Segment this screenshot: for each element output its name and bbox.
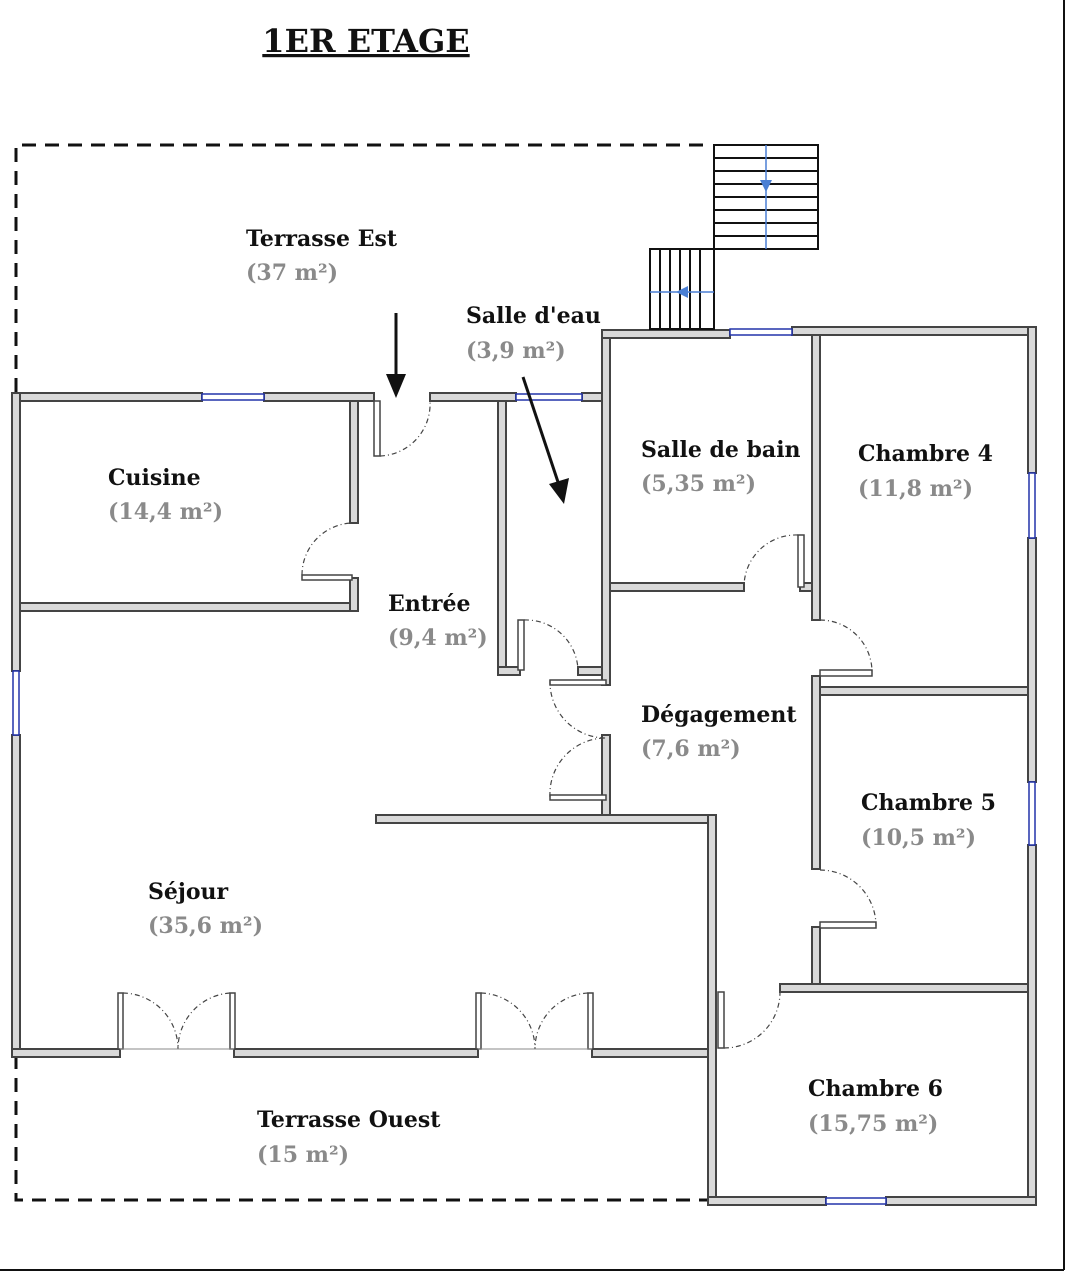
room-labels: Terrasse Est (37 m²) Salle d'eau (3,9 m²…: [108, 226, 996, 1168]
entrance-arrow-icon: [386, 374, 406, 398]
room-area-salle-bain: (5,35 m²): [641, 471, 756, 497]
page-title: 1ER ETAGE: [262, 22, 469, 60]
room-area-sejour: (35,6 m²): [148, 913, 263, 939]
room-area-chambre-5: (10,5 m²): [861, 825, 976, 851]
room-area-cuisine: (14,4 m²): [108, 499, 223, 525]
room-name-entree: Entrée: [388, 591, 471, 617]
doors: [117, 400, 877, 1050]
room-name-chambre-4: Chambre 4: [858, 441, 993, 467]
room-name-chambre-5: Chambre 5: [861, 790, 996, 816]
room-name-terrasse-ouest: Terrasse Ouest: [257, 1107, 441, 1133]
room-name-terrasse-est: Terrasse Est: [246, 226, 398, 252]
room-area-chambre-4: (11,8 m²): [858, 476, 973, 502]
room-name-salle-eau: Salle d'eau: [466, 303, 601, 329]
stair-left-arrow-icon: [676, 286, 688, 298]
room-name-sejour: Séjour: [148, 879, 229, 905]
stair-down-arrow-icon: [760, 180, 772, 192]
room-name-salle-bain: Salle de bain: [641, 437, 801, 463]
salle-eau-arrow-icon: [549, 478, 569, 504]
terrace-outline: [14, 143, 712, 1202]
room-name-cuisine: Cuisine: [108, 465, 201, 491]
annotation-arrows: [386, 313, 569, 504]
room-area-terrasse-ouest: (15 m²): [257, 1142, 349, 1168]
staircase: [649, 144, 819, 330]
windows: [12, 328, 1036, 1205]
room-area-chambre-6: (15,75 m²): [808, 1111, 938, 1137]
room-area-salle-eau: (3,9 m²): [466, 338, 566, 364]
room-name-chambre-6: Chambre 6: [808, 1076, 943, 1102]
room-area-degagement: (7,6 m²): [641, 736, 741, 762]
room-area-entree: (9,4 m²): [388, 625, 488, 651]
room-name-degagement: Dégagement: [641, 702, 797, 728]
room-area-terrasse-est: (37 m²): [246, 260, 338, 286]
